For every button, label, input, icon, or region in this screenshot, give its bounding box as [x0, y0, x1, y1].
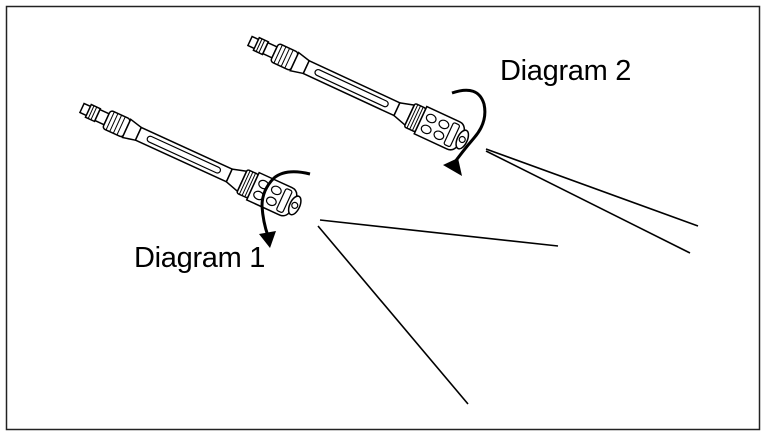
diagram-2-label: Diagram 2 — [500, 55, 632, 87]
rotate-arrow-icon — [259, 170, 311, 248]
frame-border — [5, 5, 761, 431]
diagram-1-label: Diagram 1 — [134, 242, 266, 274]
rotate-arrow-icon — [443, 88, 487, 176]
spray-wand-2 — [242, 26, 699, 254]
narrow-spray-lines — [317, 219, 559, 405]
spray-wand-1 — [75, 93, 559, 405]
wide-spray-lines — [485, 148, 699, 254]
